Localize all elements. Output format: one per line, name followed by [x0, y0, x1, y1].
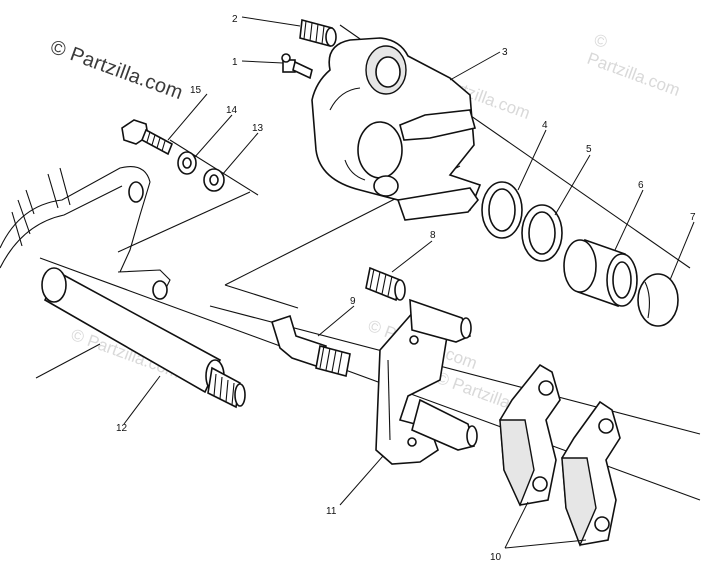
callout-12: 12	[116, 423, 128, 434]
callout-11: 11	[326, 506, 337, 517]
slide-pins	[271, 266, 406, 377]
brake-pads	[499, 363, 621, 547]
bleeder-valve	[299, 18, 337, 48]
callout-2: 2	[232, 14, 238, 25]
axle-pin	[41, 267, 246, 409]
callout-15: 15	[190, 85, 202, 96]
callout-numbers: 2 1 3 4 5 6 7 8 9 10 11 12 13 14 15	[116, 14, 696, 563]
callout-4: 4	[542, 120, 548, 131]
callout-7: 7	[690, 212, 696, 223]
callout-9: 9	[350, 296, 356, 307]
piston-cap	[637, 273, 679, 327]
callout-1: 1	[232, 57, 238, 68]
callout-14: 14	[226, 105, 238, 116]
callout-5: 5	[586, 144, 592, 155]
piston-seals	[481, 181, 563, 262]
callout-8: 8	[430, 230, 436, 241]
callout-6: 6	[638, 180, 644, 191]
piston	[563, 238, 638, 308]
callout-3: 3	[502, 47, 508, 58]
washers	[177, 151, 225, 192]
callout-13: 13	[252, 123, 264, 134]
bleeder-fitting	[281, 53, 313, 80]
mounting-bolt	[121, 119, 174, 156]
callout-10: 10	[490, 552, 502, 563]
frame-bracket	[0, 166, 171, 300]
caliper-body	[311, 37, 482, 221]
leader-lines	[35, 16, 695, 549]
caliper-bracket	[375, 298, 478, 465]
